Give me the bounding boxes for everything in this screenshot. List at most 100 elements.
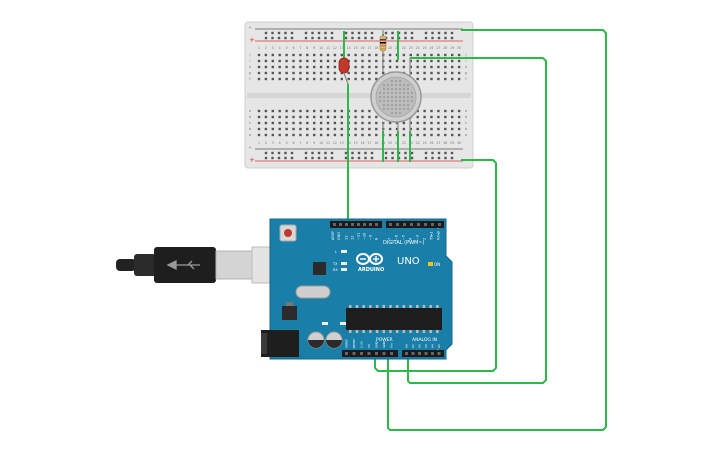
breadboard-hole[interactable] xyxy=(278,59,281,63)
header-pin[interactable] xyxy=(396,223,399,226)
header-pin[interactable] xyxy=(333,223,336,226)
rail-hole[interactable] xyxy=(271,36,274,40)
breadboard-hole[interactable] xyxy=(326,53,330,57)
breadboard-hole[interactable] xyxy=(285,53,288,57)
wire-top-rail-to-power[interactable] xyxy=(387,29,607,431)
rail-hole[interactable] xyxy=(437,151,441,155)
breadboard-hole[interactable] xyxy=(306,71,309,75)
rail-hole[interactable] xyxy=(264,156,268,160)
breadboard-hole[interactable] xyxy=(402,133,406,137)
rail-hole[interactable] xyxy=(311,31,314,35)
rail-hole[interactable] xyxy=(431,156,434,160)
rail-hole[interactable] xyxy=(404,31,407,35)
breadboard-hole[interactable] xyxy=(375,77,378,81)
rail-hole[interactable] xyxy=(364,31,367,35)
rail-hole[interactable] xyxy=(437,31,441,35)
breadboard-hole[interactable] xyxy=(313,109,316,113)
breadboard-hole[interactable] xyxy=(430,133,433,137)
breadboard-hole[interactable] xyxy=(368,59,371,63)
rail-hole[interactable] xyxy=(384,156,388,160)
breadboard-hole[interactable] xyxy=(402,59,406,63)
led-red[interactable] xyxy=(338,57,350,85)
breadboard-hole[interactable] xyxy=(457,133,461,137)
breadboard-hole[interactable] xyxy=(264,121,268,125)
rail-hole[interactable] xyxy=(330,31,334,35)
breadboard-hole[interactable] xyxy=(333,53,337,57)
breadboard-hole[interactable] xyxy=(340,133,343,137)
breadboard-hole[interactable] xyxy=(388,59,392,63)
breadboard-hole[interactable] xyxy=(368,53,371,57)
breadboard-hole[interactable] xyxy=(278,115,281,119)
analog-pin[interactable] xyxy=(418,352,421,355)
breadboard-hole[interactable] xyxy=(319,59,323,63)
breadboard-hole[interactable] xyxy=(299,71,302,75)
breadboard-hole[interactable] xyxy=(430,77,433,81)
breadboard-hole[interactable] xyxy=(375,121,378,125)
breadboard-hole[interactable] xyxy=(271,121,274,125)
breadboard-hole[interactable] xyxy=(409,71,412,75)
breadboard-hole[interactable] xyxy=(264,127,268,131)
breadboard-hole[interactable] xyxy=(278,121,281,125)
breadboard-hole[interactable] xyxy=(388,133,392,137)
breadboard-hole[interactable] xyxy=(285,71,288,75)
breadboard-hole[interactable] xyxy=(326,133,330,137)
rail-hole[interactable] xyxy=(431,31,434,35)
breadboard-hole[interactable] xyxy=(423,127,426,131)
breadboard-hole[interactable] xyxy=(416,121,419,125)
breadboard-hole[interactable] xyxy=(437,53,440,57)
breadboard-hole[interactable] xyxy=(409,59,412,63)
breadboard-hole[interactable] xyxy=(361,77,364,81)
breadboard-hole[interactable] xyxy=(375,53,378,57)
header-pin[interactable] xyxy=(424,223,427,226)
breadboard-hole[interactable] xyxy=(257,53,261,57)
breadboard-hole[interactable] xyxy=(306,65,309,69)
breadboard-hole[interactable] xyxy=(264,77,268,81)
analog-pin[interactable] xyxy=(437,352,441,355)
breadboard-hole[interactable] xyxy=(299,65,302,69)
breadboard-hole[interactable] xyxy=(340,77,343,81)
breadboard-hole[interactable] xyxy=(444,65,447,69)
rail-hole[interactable] xyxy=(370,156,374,160)
breadboard-hole[interactable] xyxy=(313,115,316,119)
breadboard-hole[interactable] xyxy=(257,65,261,69)
header-pin[interactable] xyxy=(363,223,366,226)
wire-bottom-rail-to-power[interactable] xyxy=(374,159,497,372)
breadboard-hole[interactable] xyxy=(368,65,371,69)
breadboard-hole[interactable] xyxy=(416,77,419,81)
breadboard-hole[interactable] xyxy=(416,133,419,137)
breadboard-hole[interactable] xyxy=(257,71,261,75)
rail-hole[interactable] xyxy=(290,36,294,40)
breadboard-hole[interactable] xyxy=(326,127,330,131)
rail-hole[interactable] xyxy=(391,36,394,40)
breadboard-hole[interactable] xyxy=(375,115,378,119)
rail-hole[interactable] xyxy=(444,156,447,160)
breadboard-hole[interactable] xyxy=(430,115,433,119)
breadboard-hole[interactable] xyxy=(264,71,268,75)
breadboard-hole[interactable] xyxy=(402,65,406,69)
rail-hole[interactable] xyxy=(324,36,327,40)
breadboard-hole[interactable] xyxy=(451,65,454,69)
rail-hole[interactable] xyxy=(330,36,334,40)
breadboard-hole[interactable] xyxy=(271,53,274,57)
rail-hole[interactable] xyxy=(311,36,314,40)
breadboard-hole[interactable] xyxy=(402,121,406,125)
breadboard-hole[interactable] xyxy=(457,53,461,57)
breadboard-hole[interactable] xyxy=(416,59,419,63)
rail-hole[interactable] xyxy=(317,156,321,160)
breadboard-hole[interactable] xyxy=(292,109,295,113)
header-pin[interactable] xyxy=(389,223,392,226)
rail-hole[interactable] xyxy=(284,31,287,35)
breadboard-hole[interactable] xyxy=(319,133,323,137)
breadboard-hole[interactable] xyxy=(361,115,364,119)
breadboard-hole[interactable] xyxy=(457,65,461,69)
rail-hole[interactable] xyxy=(410,151,414,155)
breadboard-hole[interactable] xyxy=(347,53,350,57)
breadboard-hole[interactable] xyxy=(361,71,364,75)
breadboard-hole[interactable] xyxy=(306,59,309,63)
rail-hole[interactable] xyxy=(271,151,274,155)
breadboard-hole[interactable] xyxy=(319,53,323,57)
rail-hole[interactable] xyxy=(317,36,321,40)
rail-hole[interactable] xyxy=(357,156,361,160)
rail-hole[interactable] xyxy=(410,36,414,40)
breadboard-hole[interactable] xyxy=(354,71,357,75)
